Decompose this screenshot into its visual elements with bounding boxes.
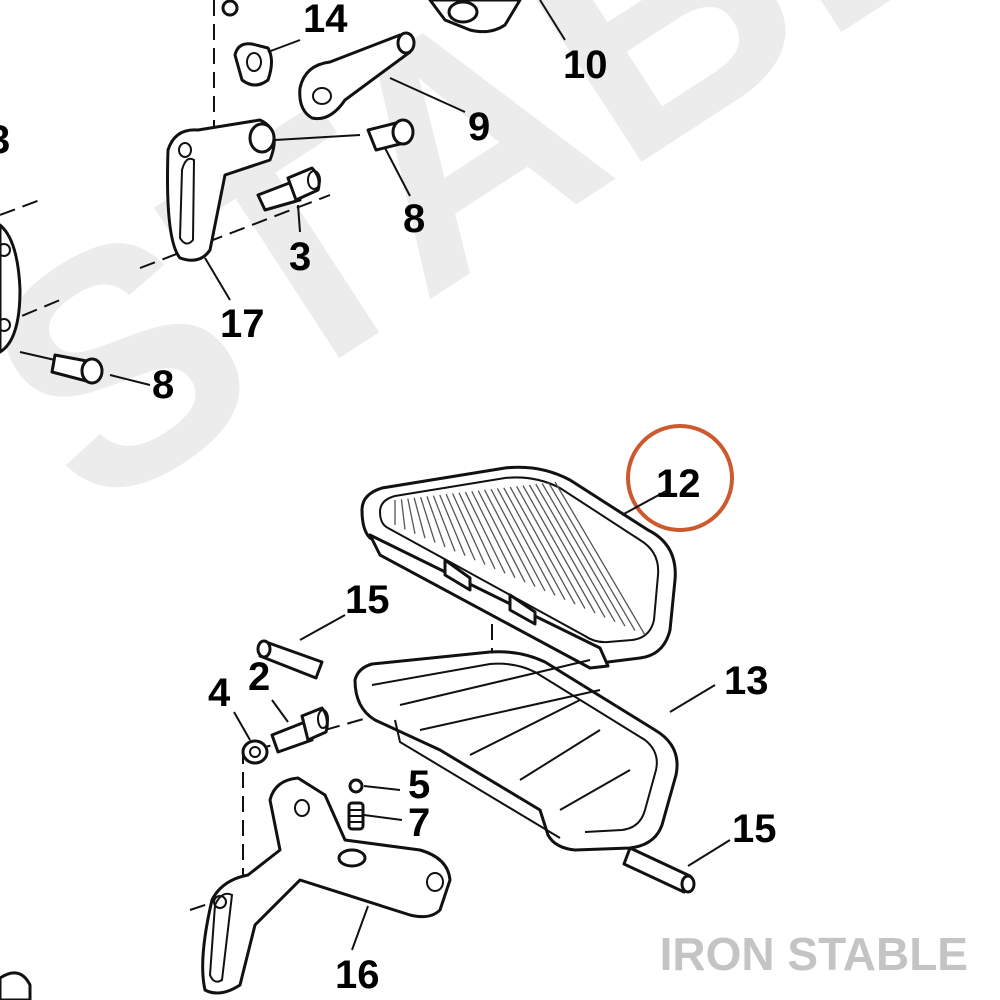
- center-line-left-1: [0, 199, 41, 216]
- pad-rib: [458, 492, 496, 570]
- callout-14: 14: [303, 0, 348, 41]
- leader-lines-lower: [233, 489, 731, 951]
- leader-lines-upper: [19, 0, 566, 386]
- pad-rib: [432, 495, 456, 552]
- callout-15-left: 15: [345, 578, 390, 622]
- part-12-footboard-pad: [360, 465, 677, 670]
- pad-rib: [413, 497, 426, 539]
- callout-4: 4: [208, 671, 231, 715]
- part-10-mount: [428, 0, 522, 34]
- callout-13: 13: [724, 659, 769, 703]
- callout-10: 10: [563, 43, 608, 87]
- pad-rib: [419, 496, 436, 543]
- pad-rib: [490, 488, 546, 592]
- part-small-washer-top: [221, 0, 239, 17]
- pad-rib: [509, 486, 576, 605]
- pad-rib: [477, 490, 526, 583]
- part-3-bolt-upper: [256, 166, 321, 212]
- callout-12: 12: [656, 462, 701, 506]
- pad-rib: [484, 489, 536, 587]
- pad-rib: [496, 488, 556, 596]
- callout-3: 3: [289, 235, 311, 279]
- pad-rib: [400, 499, 406, 530]
- pad-rib: [503, 487, 566, 601]
- pad-rib: [548, 482, 636, 631]
- pad-rib: [522, 485, 596, 614]
- callout-7: 7: [408, 801, 430, 845]
- pad-ribs: [394, 481, 646, 636]
- part-left-edge-bracket: [0, 223, 22, 354]
- part-16-lower-bracket: [201, 776, 452, 995]
- part-13-floorboard-base: [353, 650, 679, 852]
- pad-rib: [452, 493, 486, 565]
- part-14-tab: [233, 42, 273, 87]
- part-7-spring: [347, 801, 365, 831]
- pad-rib: [471, 491, 516, 579]
- pad-rib: [528, 484, 606, 618]
- pad-rib: [426, 496, 446, 548]
- brand-label: IRON STABLE: [660, 928, 968, 980]
- part-9-rod-end: [298, 31, 416, 121]
- callout-17: 17: [220, 302, 265, 346]
- highlight-circle-12: [626, 424, 734, 532]
- callout-3-top: 3: [0, 118, 10, 162]
- callout-2: 2: [248, 655, 270, 699]
- callout-8-upper: 8: [403, 197, 425, 241]
- callout-16: 16: [335, 953, 380, 997]
- part-8-pin-upper: [366, 118, 415, 152]
- pad-rib: [407, 498, 416, 534]
- callout-15-right: 15: [732, 807, 777, 851]
- callout-9: 9: [468, 105, 490, 149]
- part-8-pin-left: [50, 353, 104, 385]
- pad-rib: [445, 493, 476, 561]
- pad-rib: [535, 483, 616, 623]
- part-lower-left-edge: [0, 971, 32, 1000]
- part-5-ball: [348, 778, 364, 794]
- part-2-bolt: [270, 706, 329, 754]
- callout-5: 5: [408, 763, 430, 807]
- pad-rib: [439, 494, 466, 557]
- part-17-bracket: [166, 118, 276, 262]
- part-15-pin-right: [622, 846, 696, 894]
- part-4-washer: [241, 739, 269, 765]
- pad-rib: [516, 486, 586, 609]
- pad-rib: [554, 481, 646, 636]
- part-15-pin-left: [256, 639, 324, 680]
- pad-rib: [464, 491, 506, 574]
- callout-8-lower: 8: [152, 363, 174, 407]
- pad-rib: [541, 483, 626, 627]
